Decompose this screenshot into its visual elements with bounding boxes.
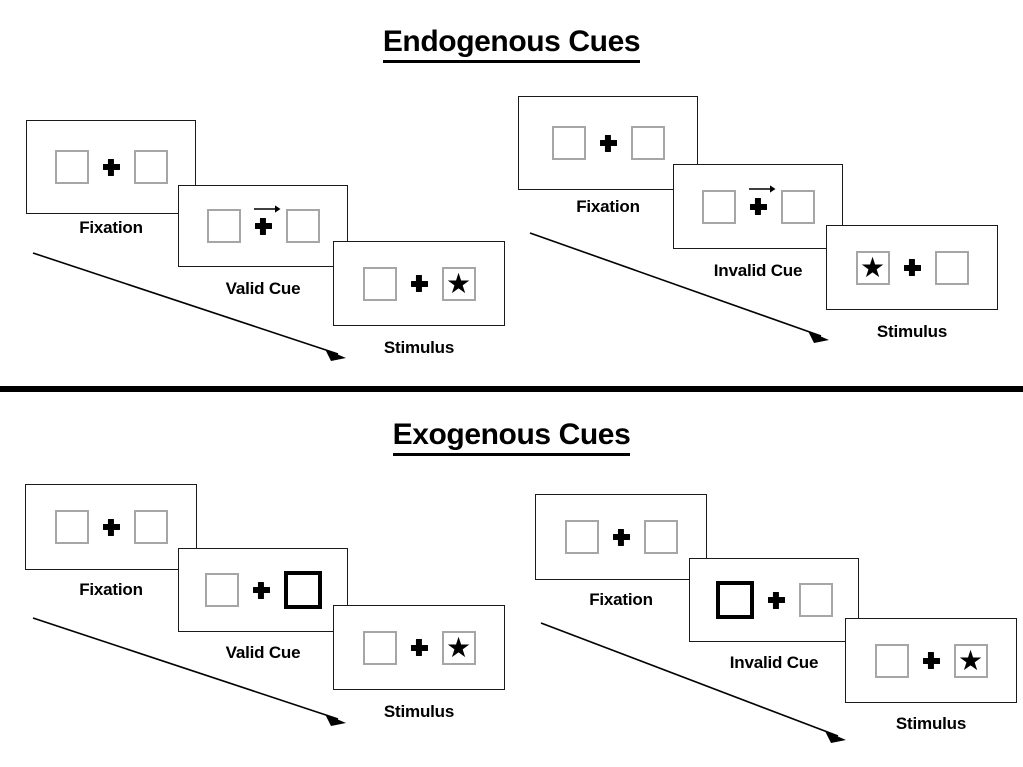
stimulus-row: ★ [362, 266, 476, 301]
caption-exo-invalid-fixation: Fixation [589, 590, 653, 609]
frame-content: ★ [334, 606, 504, 689]
stimulus-row: ★ [874, 643, 988, 678]
placeholder-box-left [204, 573, 239, 607]
frame-exo-valid-stimulus: ★ [333, 605, 505, 690]
plus-icon [103, 519, 120, 536]
flow-arrow-exo-valid [32, 617, 346, 726]
frame-endo-invalid-cue [673, 164, 843, 249]
caption-exo-valid-fixation: Fixation [79, 580, 143, 599]
frame-exo-invalid-cue [689, 558, 859, 642]
caption-endo-invalid-stimulus: Stimulus [876, 322, 948, 341]
frame-content [26, 485, 196, 569]
plus-icon [411, 275, 428, 292]
section-title-exogenous: Exogenous Cues [0, 418, 1023, 456]
caption-endo-valid-fixation: Fixation [79, 218, 143, 237]
placeholder-box-left [701, 189, 736, 224]
stimulus-row [206, 204, 320, 243]
stimulus-row [564, 520, 678, 554]
flow-arrow-exo-invalid [540, 622, 846, 743]
placeholder-box-right [630, 126, 665, 160]
frame-content [536, 495, 706, 579]
stimulus-row: ★ [362, 630, 476, 665]
frame-content [690, 559, 858, 641]
placeholder-box-right [133, 150, 168, 184]
placeholder-box-left [54, 510, 89, 544]
star-icon: ★ [859, 251, 886, 283]
arrow-right-icon [253, 204, 280, 213]
target-box-left: ★ [855, 250, 890, 285]
plus-icon [748, 185, 775, 215]
plus-icon [613, 529, 630, 546]
placeholder-box-right [780, 189, 815, 224]
frame-content [179, 186, 347, 266]
section-title-endogenous-text: Endogenous Cues [382, 25, 641, 63]
placeholder-box-left [551, 126, 586, 160]
frame-content [519, 97, 697, 189]
section-title-endogenous: Endogenous Cues [0, 25, 1023, 63]
stimulus-row [551, 126, 665, 160]
stimulus-row [54, 510, 168, 544]
frame-endo-invalid-fixation [518, 96, 698, 190]
frame-content [674, 165, 842, 248]
cue-box-left [715, 581, 754, 619]
plus-icon [923, 652, 940, 669]
flow-arrow-endo-valid [32, 252, 346, 361]
plus-icon [411, 639, 428, 656]
flow-arrow-endo-invalid [529, 232, 829, 343]
caption-exo-invalid-stimulus: Stimulus [895, 714, 967, 733]
frame-content [179, 549, 347, 631]
frame-exo-invalid-fixation [535, 494, 707, 580]
plus-icon [253, 204, 280, 235]
caption-exo-invalid-cue: Invalid Cue [729, 653, 819, 672]
placeholder-box-right [934, 250, 969, 285]
frame-exo-invalid-stimulus: ★ [845, 618, 1017, 703]
caption-endo-invalid-fixation: Fixation [576, 197, 640, 216]
star-icon: ★ [445, 631, 472, 663]
target-box-right: ★ [441, 266, 476, 301]
placeholder-box-left [362, 266, 397, 301]
stimulus-row [701, 185, 815, 224]
placeholder-box-left [874, 643, 909, 678]
target-box-right: ★ [441, 630, 476, 665]
frame-content: ★ [334, 242, 504, 325]
caption-exo-valid-stimulus: Stimulus [383, 702, 455, 721]
plus-icon [103, 159, 120, 176]
frame-content: ★ [827, 226, 997, 309]
stimulus-row [715, 581, 833, 619]
star-icon: ★ [957, 644, 984, 676]
placeholder-box-right [798, 583, 833, 617]
frame-content [27, 121, 195, 213]
cue-box-right [283, 571, 322, 609]
arrow-right-icon [748, 185, 775, 193]
frame-exo-valid-fixation [25, 484, 197, 570]
section-divider [0, 386, 1023, 392]
caption-endo-valid-stimulus: Stimulus [383, 338, 455, 357]
placeholder-box-right [643, 520, 678, 554]
placeholder-box-left [362, 630, 397, 665]
placeholder-box-left [564, 520, 599, 554]
section-title-exogenous-text: Exogenous Cues [392, 418, 631, 456]
caption-endo-invalid-cue: Invalid Cue [713, 261, 803, 280]
stimulus-row [204, 571, 322, 609]
placeholder-box-left [54, 150, 89, 184]
placeholder-box-right [133, 510, 168, 544]
frame-endo-valid-cue [178, 185, 348, 267]
frame-exo-valid-cue [178, 548, 348, 632]
plus-icon [904, 259, 921, 276]
caption-endo-valid-cue: Valid Cue [225, 279, 301, 298]
frame-content: ★ [846, 619, 1016, 702]
plus-icon [768, 592, 785, 609]
placeholder-box-right [285, 209, 320, 243]
frame-endo-valid-stimulus: ★ [333, 241, 505, 326]
plus-icon [600, 135, 617, 152]
frame-endo-valid-fixation [26, 120, 196, 214]
frame-endo-invalid-stimulus: ★ [826, 225, 998, 310]
target-box-right: ★ [953, 643, 988, 678]
star-icon: ★ [445, 267, 472, 299]
caption-exo-valid-cue: Valid Cue [225, 643, 301, 662]
stimulus-row [54, 150, 168, 184]
plus-icon [253, 582, 270, 599]
stimulus-row: ★ [855, 250, 969, 285]
placeholder-box-left [206, 209, 241, 243]
